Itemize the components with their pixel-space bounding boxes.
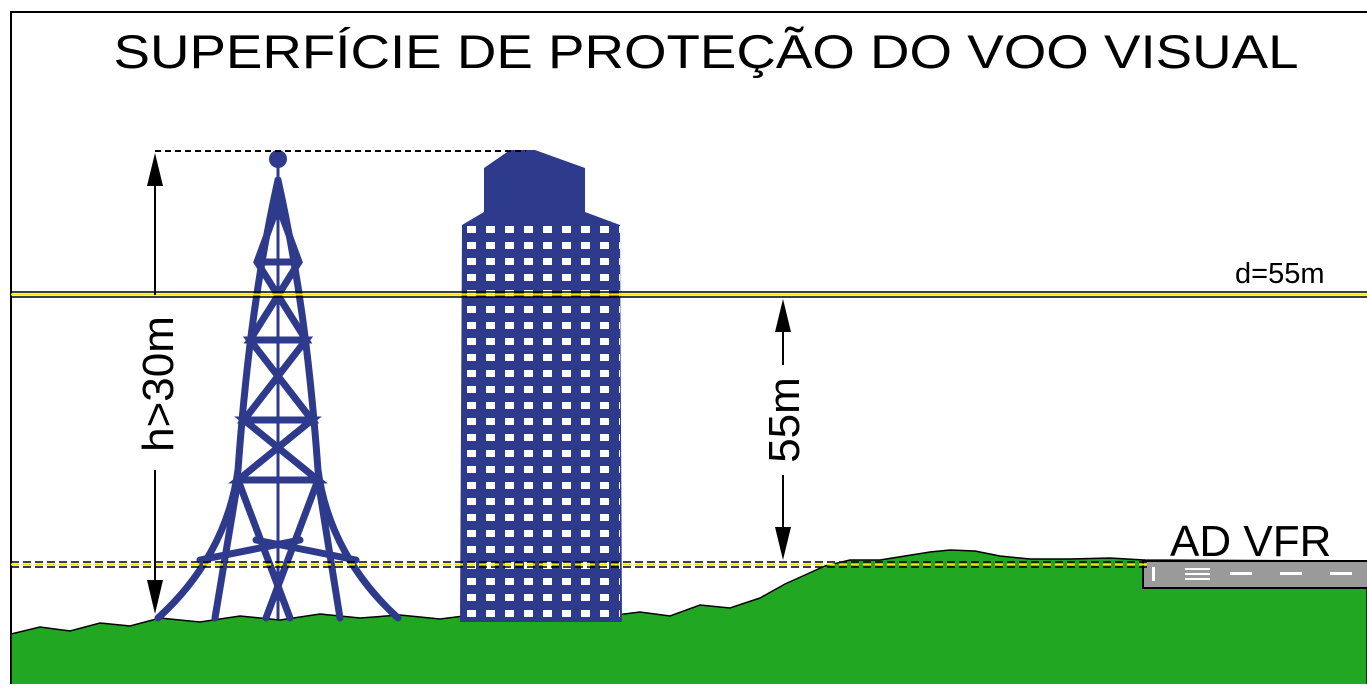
lattice-tower-icon bbox=[154, 163, 402, 622]
aerodrome-label: AD VFR bbox=[1170, 517, 1331, 566]
surface-height-dimension-arrow bbox=[775, 299, 791, 560]
aerodrome-level-line bbox=[11, 561, 1150, 568]
skyscraper-icon bbox=[460, 150, 622, 622]
surface-distance-label: d=55m bbox=[1235, 258, 1324, 290]
protection-surface-line bbox=[11, 291, 1367, 298]
height-dimension-arrow bbox=[147, 153, 163, 614]
ground-terrain bbox=[10, 549, 1367, 689]
surface-height-label: 55m bbox=[760, 377, 809, 463]
height-rule-label: h>30m bbox=[134, 316, 183, 452]
diagram-title: SUPERFÍCIE DE PROTEÇÃO DO VOO VISUAL bbox=[114, 25, 1299, 78]
runway-icon bbox=[1142, 560, 1367, 589]
tower-beacon bbox=[269, 150, 287, 168]
